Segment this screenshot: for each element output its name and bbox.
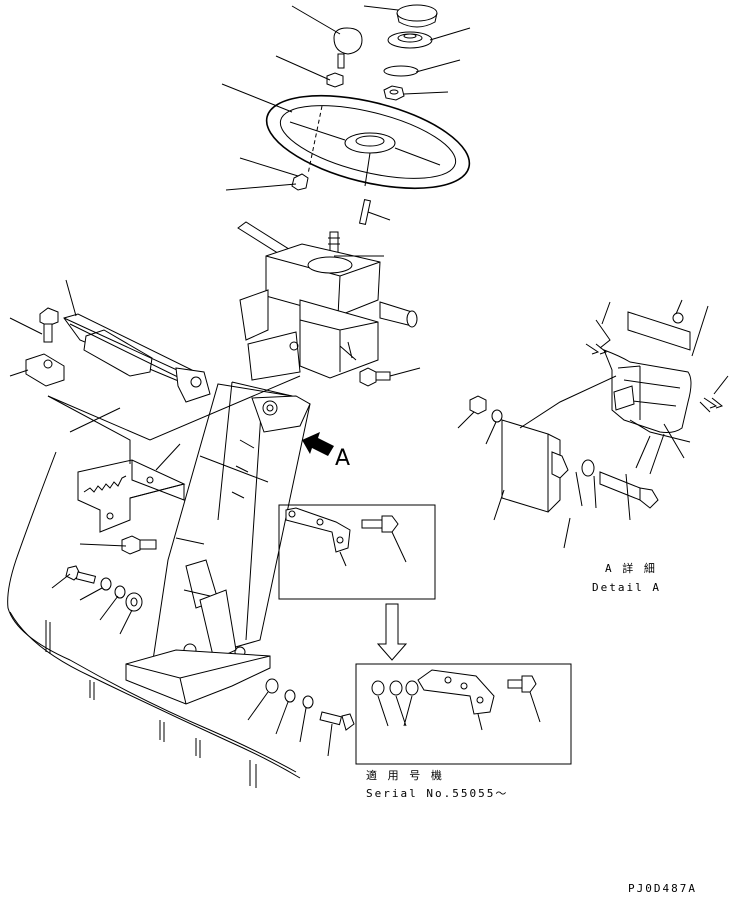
view-arrow-label: A (335, 446, 351, 471)
detail-title-en: Detail A (592, 581, 661, 594)
plate-part (25, 353, 65, 387)
detail-a-drawing (457, 299, 729, 549)
nut-part (383, 85, 405, 101)
washer-part (125, 592, 143, 612)
view-arrow (302, 432, 334, 456)
bolt-part (39, 307, 59, 343)
floor-panel-part (7, 451, 301, 788)
drawing-code: PJ0D487A (628, 882, 697, 895)
bracket-part (77, 459, 186, 533)
bolt-part (65, 565, 97, 584)
small-clip-part (291, 173, 309, 191)
transition-arrow (376, 603, 408, 661)
knob-part (326, 27, 363, 88)
inset-box-serial (355, 663, 572, 765)
serial-note-jp: 適 用 号 機 (366, 769, 444, 782)
washer-part (130, 597, 138, 607)
spring-part (83, 475, 127, 493)
washer-part (114, 585, 126, 599)
serial-note-en: Serial No.55055～ (366, 787, 509, 800)
column-stand-part (149, 381, 311, 681)
pedal-link-part (63, 313, 211, 403)
washer-part (284, 689, 296, 703)
horn-contact-plate-part (387, 31, 433, 49)
key-pin-part (358, 199, 372, 225)
bolt-part (121, 535, 157, 555)
horn-cap-part (396, 4, 438, 28)
washer-part (100, 577, 112, 591)
inset-box-original (278, 504, 436, 600)
washer-part (302, 695, 314, 709)
spring-ring-part (383, 65, 419, 77)
steering-wheel-part (265, 94, 471, 190)
bolt-part (359, 367, 391, 387)
leader-lines (9, 5, 471, 757)
column-head-part (239, 243, 418, 381)
detail-title-jp: A 詳 細 (605, 562, 657, 575)
washer-part (265, 678, 279, 694)
bolt-part (319, 711, 355, 731)
column-base-part (125, 649, 271, 705)
